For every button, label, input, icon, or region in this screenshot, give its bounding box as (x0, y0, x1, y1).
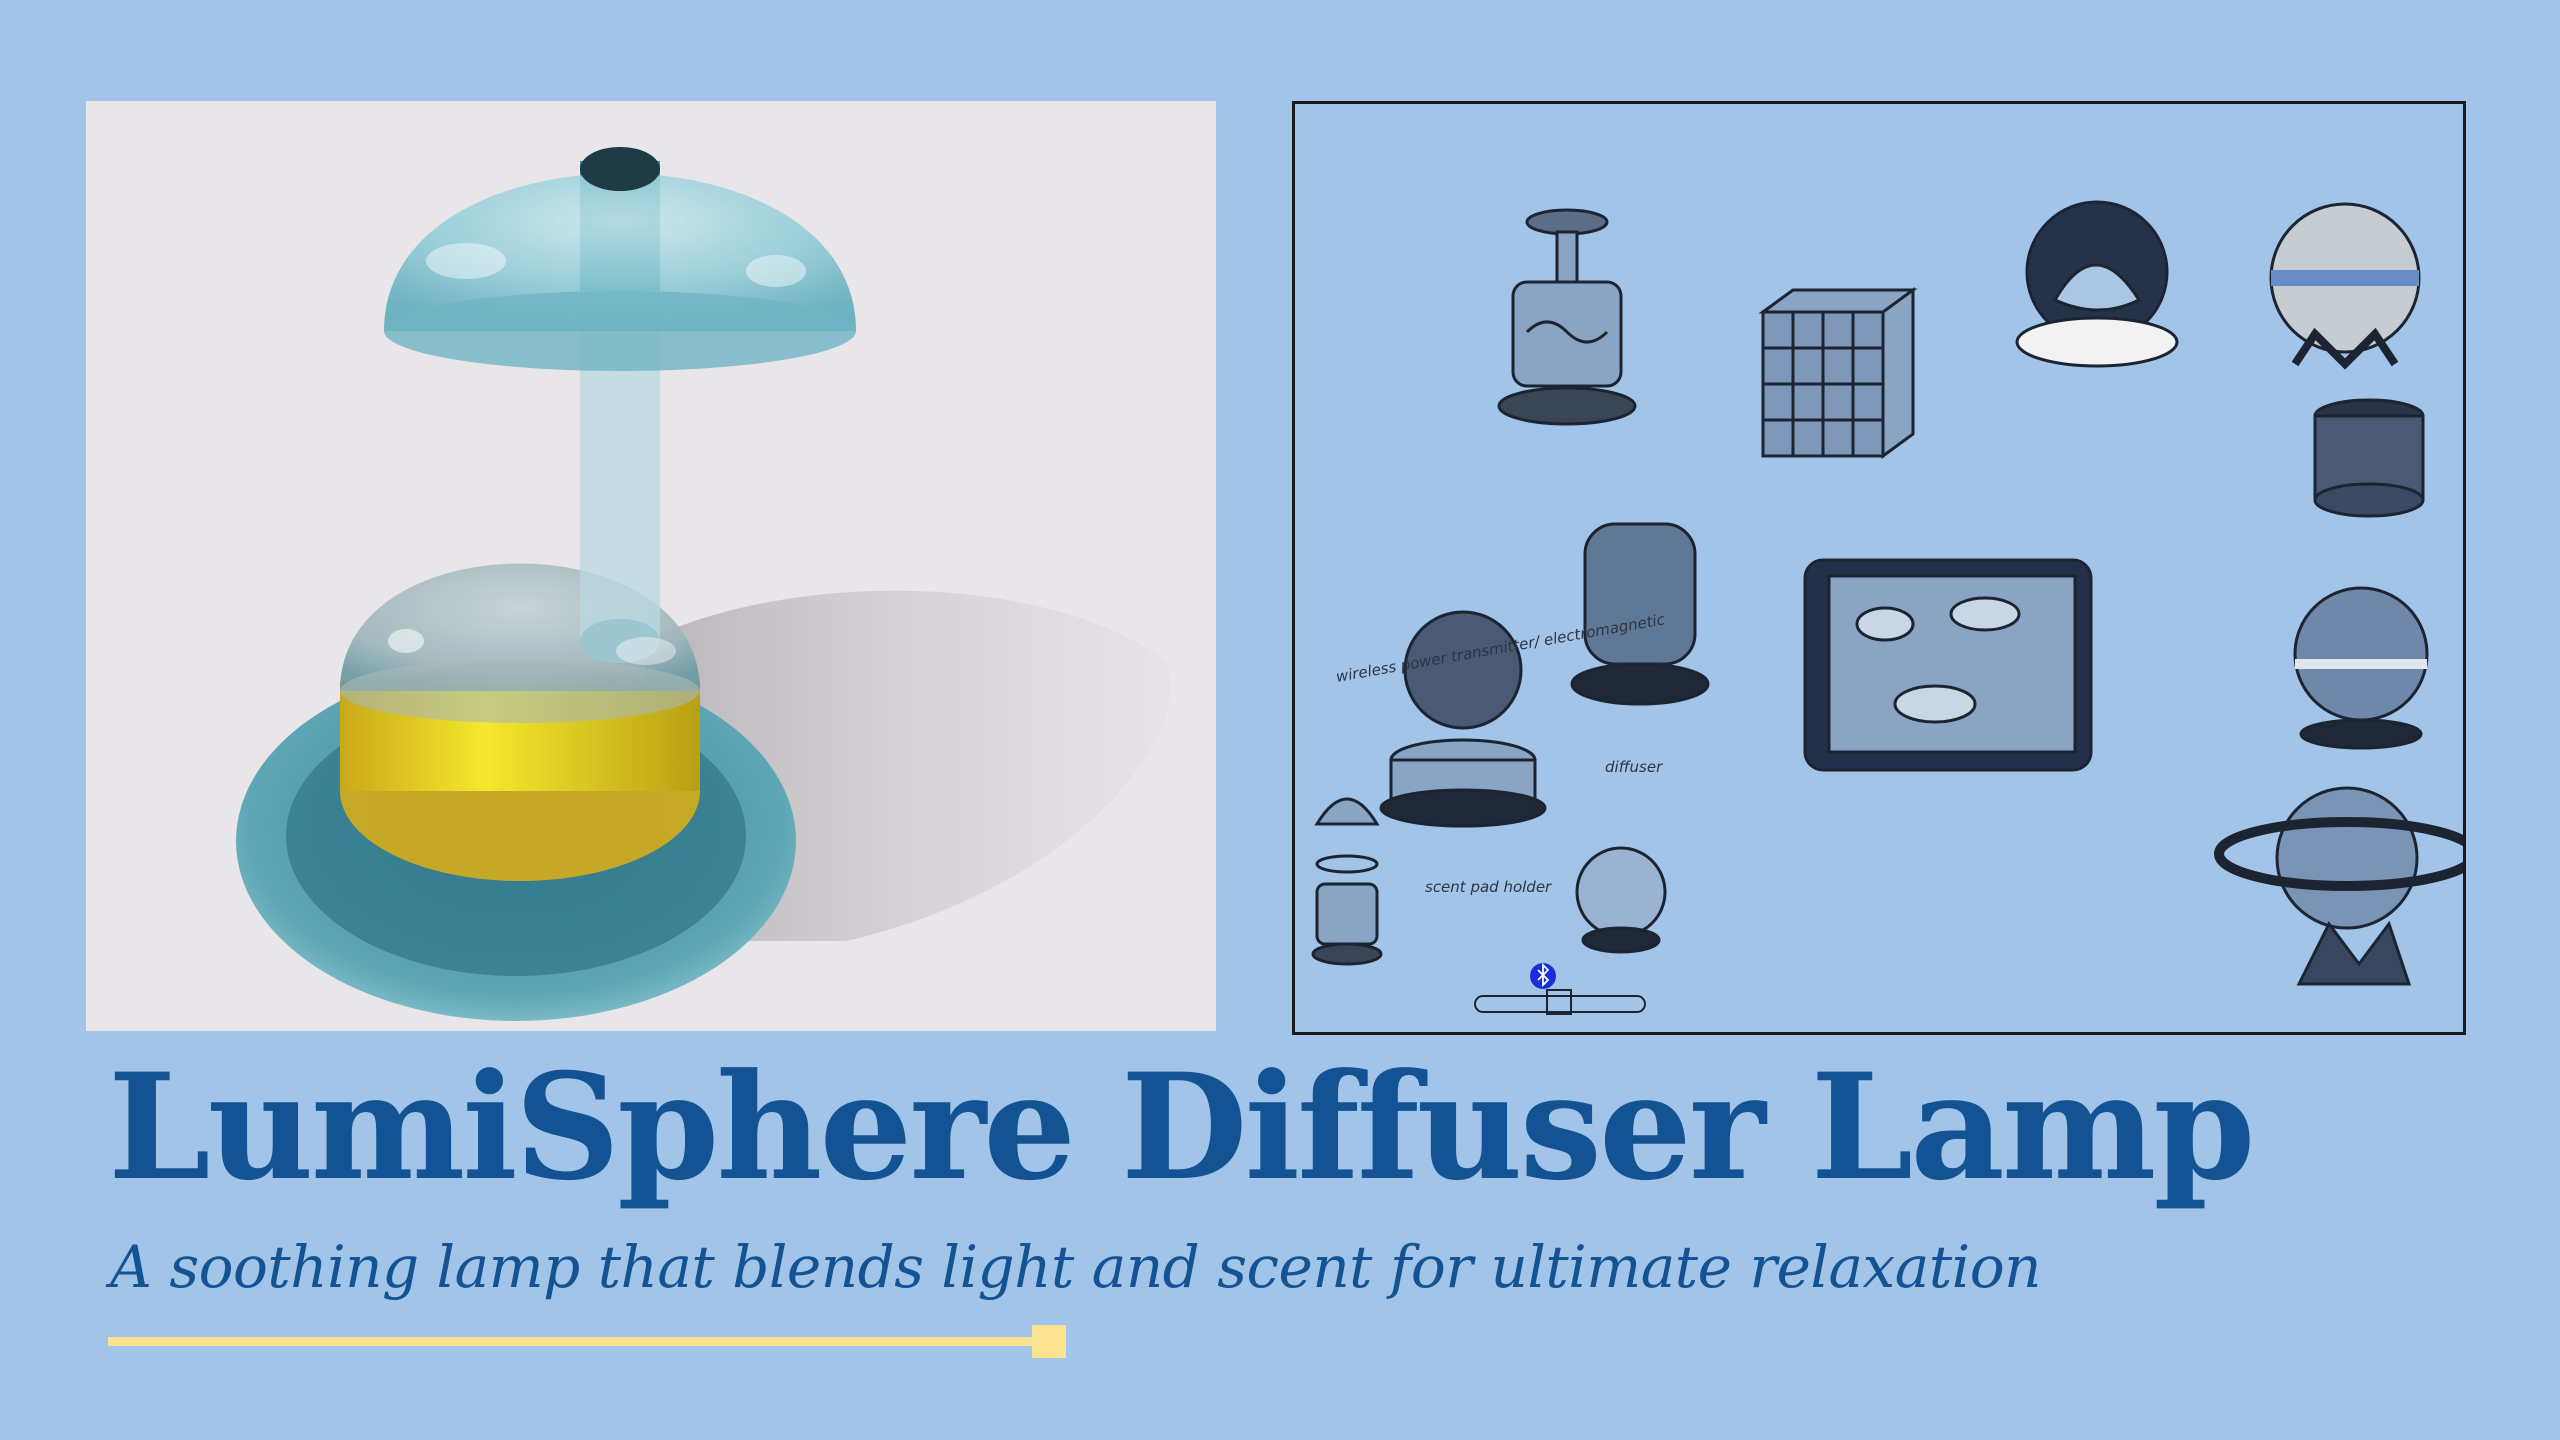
accent-underline (108, 1337, 1048, 1346)
lamp-render-image (86, 101, 1216, 1031)
accent-underline-cap (1032, 1325, 1066, 1358)
note-scent: scent pad holder (1425, 878, 1552, 896)
note-diffuser: diffuser (1605, 758, 1663, 776)
bluetooth-icon (1530, 962, 1556, 989)
concept-sketches-image: wireless power transmitter/ electromagne… (1292, 101, 2466, 1035)
page-title: LumiSphere Diffuser Lamp (108, 1042, 2255, 1213)
page-subtitle: A soothing lamp that blends light and sc… (110, 1233, 2041, 1301)
